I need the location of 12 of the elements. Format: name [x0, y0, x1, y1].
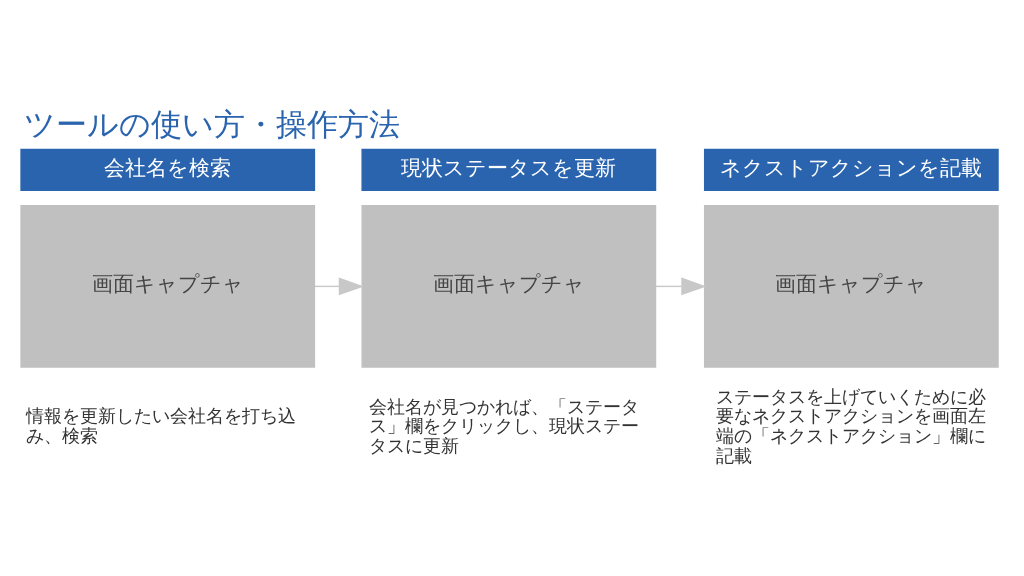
arrow	[314, 277, 365, 295]
node-label: 会社名が見つかれば、「ステータス」欄をクリックし、現状ステータスに更新	[369, 395, 640, 456]
node-label: 情報を更新したい会社名を打ち込み、検索	[25, 404, 296, 446]
node-box: 会社名を検索	[20, 148, 316, 191]
arrow	[655, 277, 707, 295]
node-box: 画面キャプチャ	[20, 204, 316, 368]
node-label: ステータスを上げていくために必要なネクストアクションを画面左端の「ネクストアクション」欄に記載	[715, 385, 986, 466]
node-box: 画面キャプチャ	[703, 204, 999, 368]
diagram-title: ツールの使い方・操作方法	[23, 105, 400, 142]
node-box: ネクストアクションを記載	[703, 148, 999, 191]
node-box: 画面キャプチャ	[361, 204, 657, 368]
node-box: 現状ステータスを更新	[361, 148, 657, 191]
